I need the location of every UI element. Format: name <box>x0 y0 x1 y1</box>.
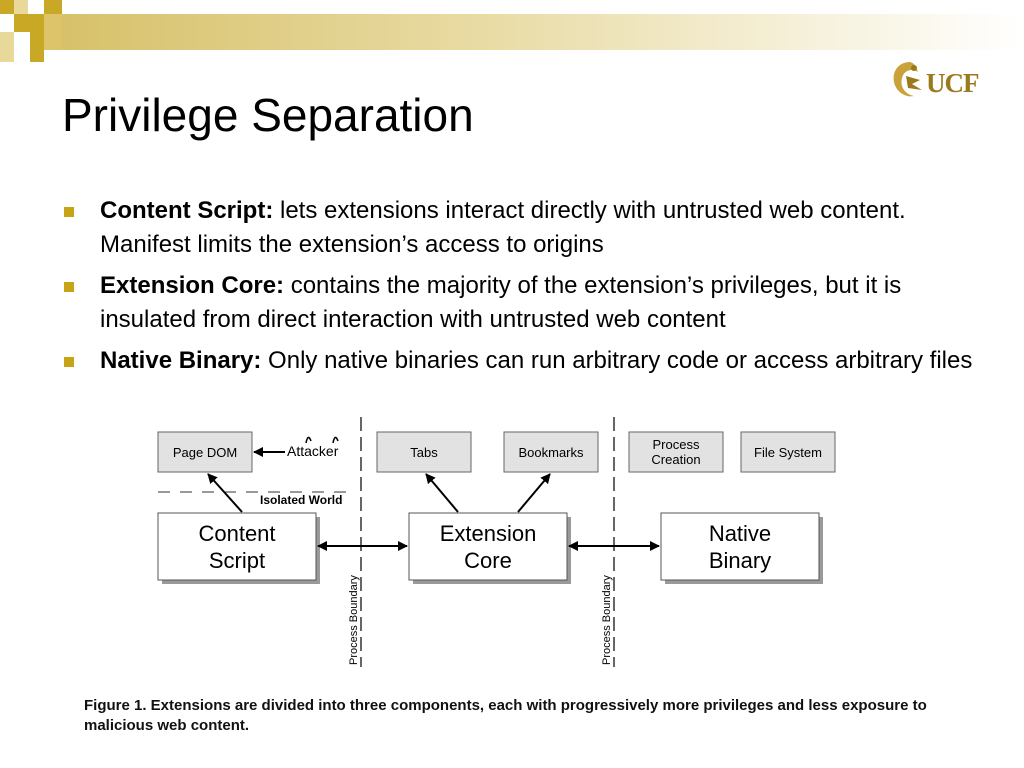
square-bullet-icon <box>64 207 74 217</box>
core-to-tabs-arrow <box>425 473 459 513</box>
process-creation-box <box>628 431 724 473</box>
bookmarks-label: Bookmarks <box>518 445 584 460</box>
native-binary-label: Native <box>709 521 771 546</box>
content-script-label: Content <box>198 521 275 546</box>
square-bullet-icon <box>64 282 74 292</box>
decor-square <box>44 14 62 50</box>
native-binary-box <box>660 512 820 581</box>
extension-core-label: Core <box>464 548 512 573</box>
pegasus-logo-icon <box>893 62 922 97</box>
extension-core-label: Extension <box>440 521 537 546</box>
header-bar <box>62 14 1024 50</box>
decor-square <box>0 32 14 62</box>
decor-square <box>30 32 44 62</box>
tabs-box <box>376 431 472 473</box>
process-boundary-label: Process Boundary <box>601 575 613 665</box>
file-system-label: File System <box>754 445 822 460</box>
bullet-item: Extension Core: contains the majority of… <box>62 269 982 337</box>
process-creation-label: Creation <box>651 452 700 467</box>
square-bullet-icon <box>64 357 74 367</box>
bullet-item: Native Binary: Only native binaries can … <box>62 344 982 378</box>
figure-caption: Figure 1. Extensions are divided into th… <box>84 697 927 734</box>
content-to-dom-arrow <box>207 473 243 513</box>
page-dom-box <box>157 431 253 473</box>
content-script-label: Script <box>209 548 265 573</box>
attacker-horns-icon <box>305 436 339 444</box>
bullet-term: Native Binary: <box>100 347 262 374</box>
bookmarks-box <box>503 431 599 473</box>
isolated-world-label: Isolated World <box>260 493 342 507</box>
process-boundary-label-group: Process Boundary <box>346 567 360 665</box>
bullet-term: Extension Core: <box>100 272 285 299</box>
architecture-diagram: Page DOM Tabs Bookmarks Process Creation… <box>157 417 836 667</box>
content-script-box <box>157 512 317 581</box>
bullet-list: Content Script: lets extensions interact… <box>62 194 982 385</box>
process-boundary-label-bg <box>346 567 360 665</box>
native-binary-label: Binary <box>709 548 771 573</box>
decor-square <box>14 0 28 14</box>
bullet-term: Content Script: <box>100 197 274 224</box>
core-to-bookmarks-arrow <box>517 473 551 513</box>
bullet-text: contains the majority of the extension’s… <box>100 272 902 333</box>
bullet-item: Content Script: lets extensions interact… <box>62 194 982 262</box>
slide-title: Privilege Separation <box>62 89 474 141</box>
process-boundary-label: Process Boundary <box>348 575 360 665</box>
decor-square <box>14 14 44 32</box>
tabs-label: Tabs <box>410 445 438 460</box>
decor-square <box>44 0 62 14</box>
process-boundary-label-group: Process Boundary <box>599 567 613 665</box>
ucf-logo: UCF <box>888 58 1000 106</box>
logo-text: UCF <box>926 68 979 98</box>
bullet-text: Only native binaries can run arbitrary c… <box>261 347 973 374</box>
extension-core-box <box>408 512 568 581</box>
file-system-box <box>740 431 836 473</box>
attacker-label: Attacker <box>287 443 339 459</box>
bullet-text: lets extensions interact directly with u… <box>100 197 906 258</box>
process-creation-label: Process <box>653 437 700 452</box>
decor-square <box>0 0 14 14</box>
process-boundary-label-bg <box>599 567 613 665</box>
page-dom-label: Page DOM <box>173 445 237 460</box>
